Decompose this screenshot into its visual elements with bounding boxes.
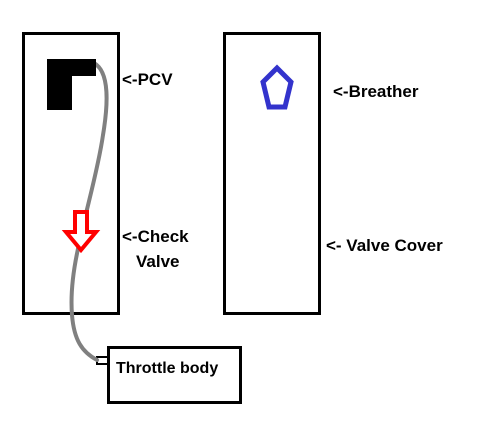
throttle-body-box [107,346,242,404]
breather-pentagon-icon [260,64,294,110]
check-valve-down-arrow-icon [61,210,101,254]
valve-cover-label: <- Valve Cover [326,236,443,255]
right-valve-cover-box [223,32,321,315]
check-valve-label-line1: <-Check [122,227,189,246]
check-valve-label-line2: Valve [136,252,180,271]
pcv-valve-icon [47,59,96,110]
throttle-body-label: Throttle body [116,360,218,377]
pcv-label: <-PCV [122,70,173,89]
breather-label: <-Breather [333,82,419,101]
